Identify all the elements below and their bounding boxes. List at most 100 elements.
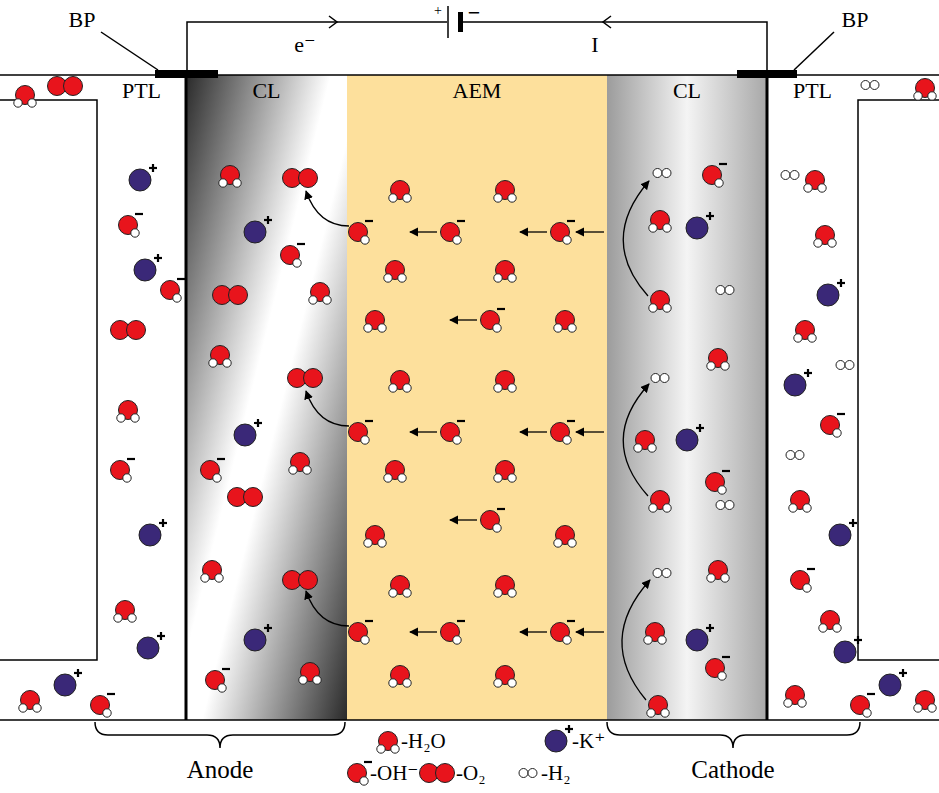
hydroxide-ion <box>201 459 226 482</box>
hydrogen-atom <box>662 169 671 178</box>
battery-plate <box>447 6 449 38</box>
hydrogen-atom <box>634 444 642 452</box>
hydrogen-atom <box>661 709 669 717</box>
leader-line <box>101 32 158 70</box>
hydrogen-atom <box>914 92 922 100</box>
potassium-ion <box>137 632 165 659</box>
charge-sign <box>567 220 575 222</box>
hydrogen-atom <box>389 589 397 597</box>
hydrogen-atom <box>313 676 321 684</box>
oxygen-molecule <box>283 571 318 590</box>
hydrogen-atom <box>389 384 397 392</box>
battery-plate <box>458 12 463 32</box>
legend-entry: -OH⁻ <box>370 761 418 786</box>
hydrogen-atom <box>453 436 461 444</box>
flow-channel-wall <box>0 100 97 660</box>
hydrogen-atom <box>795 451 804 460</box>
hydrogen-atom <box>662 569 671 578</box>
hydroxide-ion <box>119 214 144 237</box>
polarity-sign: + <box>434 3 442 18</box>
wire <box>462 22 767 70</box>
water-molecule <box>494 666 516 688</box>
hydrogen-atom <box>493 524 501 532</box>
label-holder: Cathode <box>691 756 774 784</box>
water-molecule <box>804 171 826 193</box>
electron-label: e⁻ <box>294 32 315 57</box>
hydrogen-atom <box>391 745 399 753</box>
hydrogen-atom <box>716 286 725 295</box>
cathode-cl-fill <box>607 75 767 720</box>
hydrogen-atom <box>721 362 729 370</box>
potassium-atom <box>879 674 901 696</box>
hydrogen-atom <box>786 451 795 460</box>
polarity-sign: − <box>468 0 481 25</box>
oxygen-atom <box>244 488 263 507</box>
hydrogen-molecule <box>781 171 799 180</box>
hydrogen-atom <box>718 672 726 680</box>
ion-flow-arrow <box>576 231 604 232</box>
cell-layers <box>0 70 939 720</box>
water-molecule <box>14 86 36 108</box>
hydroxide-ion <box>206 669 231 692</box>
water-molecule <box>19 691 41 713</box>
hydroxide-ion <box>851 694 876 717</box>
oxygen-molecule <box>288 369 323 388</box>
potassium-ion <box>784 369 812 396</box>
hydrogen-atom <box>494 474 502 482</box>
hydrogen-atom <box>289 466 297 474</box>
hydrogen-atom <box>19 704 27 712</box>
hydrogen-atom <box>721 574 729 582</box>
hydrogen-atom <box>651 374 660 383</box>
potassium-ion <box>545 725 573 752</box>
charge-sign <box>457 420 465 422</box>
layer-band: CL <box>186 75 347 720</box>
legend-icons <box>348 725 574 785</box>
water-molecule <box>814 226 836 248</box>
water-molecule <box>389 666 411 688</box>
water-molecule <box>114 601 136 623</box>
oxygen-molecule <box>283 169 318 188</box>
potassium-ion <box>879 669 907 696</box>
hydrogen-atom <box>223 359 231 367</box>
flow-arrows <box>306 181 650 700</box>
hydrogen-atom <box>364 324 372 332</box>
charge-sign <box>837 413 845 415</box>
hydrogen-atom <box>364 539 372 547</box>
hydrogen-atom <box>361 436 369 444</box>
hydrogen-atom <box>309 296 317 304</box>
hydrogen-molecule <box>653 569 671 578</box>
water-molecule <box>201 561 223 583</box>
potassium-ion <box>54 669 82 696</box>
charge-sign <box>217 458 225 460</box>
hydrogen-atom <box>403 589 411 597</box>
layer-band: PTL <box>767 75 939 720</box>
hydrogen-atom <box>803 504 811 512</box>
charge-sign <box>222 668 230 670</box>
hydroxide-ion <box>481 509 506 532</box>
hydroxide-ion <box>349 621 374 644</box>
hydrogen-atom <box>28 99 36 107</box>
hydrogen-atom <box>554 539 562 547</box>
water-molecule <box>494 576 516 598</box>
water-molecule <box>707 561 729 583</box>
charge-sign <box>267 624 269 632</box>
oxygen-molecule <box>420 764 455 783</box>
hydrogen-atom <box>173 294 181 302</box>
potassium-atom <box>686 629 708 651</box>
hydroxide-ion <box>441 221 466 244</box>
hydrogen-atom <box>494 274 502 282</box>
oxygen-molecule <box>111 321 146 340</box>
legend-sample <box>420 764 455 783</box>
hydrogen-molecule <box>716 286 734 295</box>
hydrogen-atom <box>663 504 671 512</box>
hydroxide-ion <box>481 309 506 332</box>
electrode-line <box>766 75 769 720</box>
charge-sign <box>867 693 875 695</box>
hydroxide-ion <box>281 244 306 267</box>
wire <box>187 22 447 70</box>
circuit <box>101 6 834 70</box>
water-molecule <box>644 623 666 645</box>
layer-label: PTL <box>97 79 186 103</box>
charge-sign <box>709 624 711 632</box>
